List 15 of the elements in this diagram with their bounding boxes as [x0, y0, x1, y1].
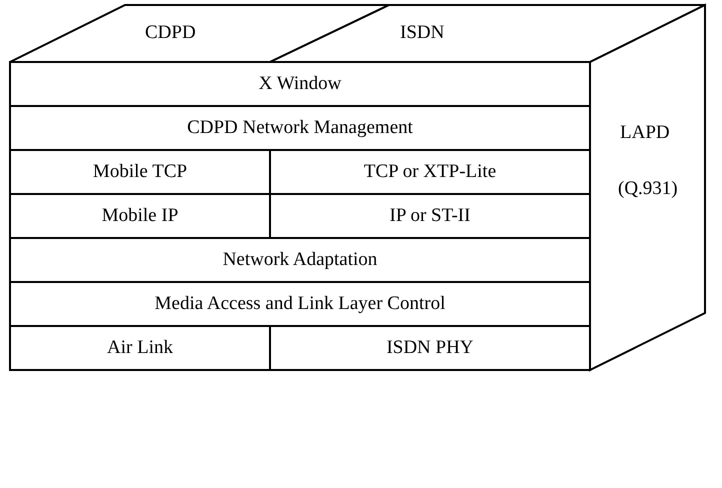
- layer-label: CDPD Network Management: [187, 117, 413, 139]
- layer-box: [9, 325, 271, 371]
- layer-label: X Window: [258, 73, 342, 95]
- face-label: CDPD: [145, 22, 196, 44]
- layer-label: Media Access and Link Layer Control: [154, 293, 446, 315]
- layer-label: Mobile TCP: [92, 161, 188, 183]
- layer-label: Network Adaptation: [222, 249, 378, 271]
- layer-label: ISDN PHY: [386, 337, 474, 359]
- layer-label: Air Link: [107, 337, 173, 359]
- face-label: ISDN: [400, 22, 444, 44]
- layer-label: IP or ST-II: [390, 205, 470, 227]
- layer-label: TCP or XTP-Lite: [364, 161, 496, 183]
- face-label: LAPD: [620, 122, 670, 144]
- face-label: (Q.931): [618, 178, 678, 200]
- layer-label: Mobile IP: [102, 205, 178, 227]
